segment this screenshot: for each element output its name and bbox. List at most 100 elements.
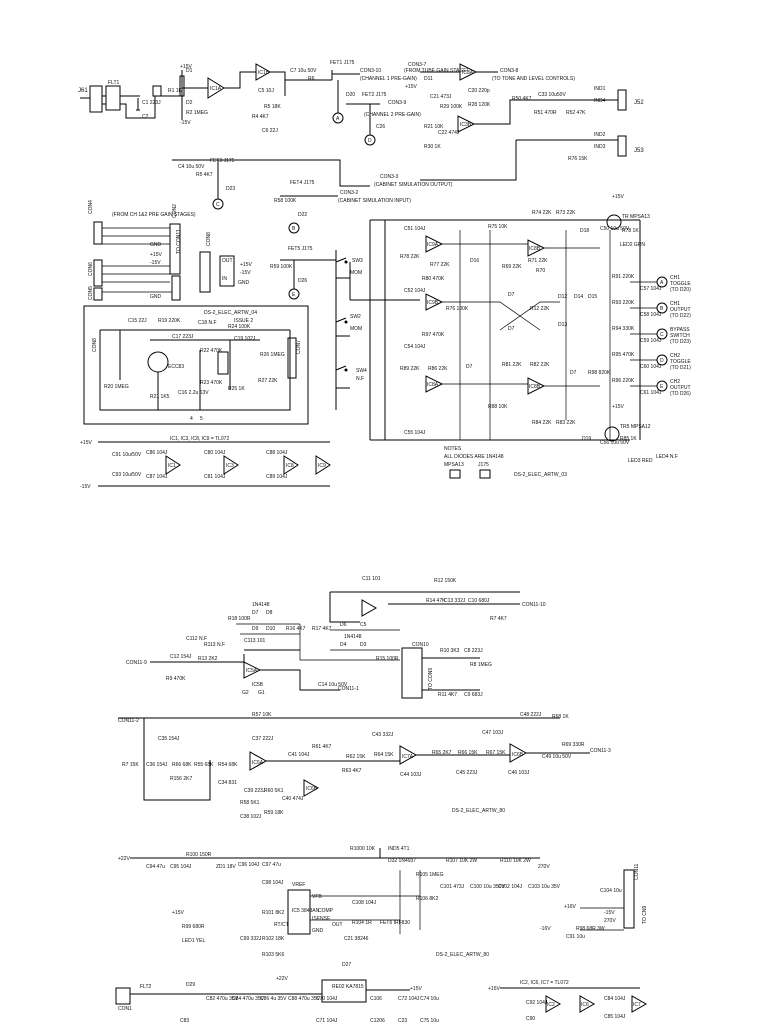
diode-d7-label: D7	[508, 292, 515, 298]
diode-d7d-label: D7	[570, 370, 577, 376]
cap-c13-label-2: C13 332J	[444, 598, 466, 604]
diode-d14-label: D14	[574, 294, 583, 300]
regulator-icon	[321, 979, 367, 1003]
bottom-vp15: +15V	[410, 986, 422, 992]
cap-c5-label: C5 10J	[258, 88, 274, 94]
resistor-r65-label: R65 2K7	[432, 750, 452, 756]
psu-v270: 270V	[538, 864, 550, 870]
filter-flt1-icon	[105, 85, 121, 111]
output-a-desc: TOGGLE	[670, 281, 691, 287]
cap-c72-label: C72 104J	[398, 996, 420, 1002]
connector-con7-icon	[287, 337, 297, 379]
resistor-r20-label: R20 1MEG	[104, 384, 129, 390]
fet-fet5-label: FET5 J175	[288, 246, 313, 252]
svg-text:D: D	[368, 138, 372, 144]
transistor-tr5-icon	[604, 426, 620, 442]
connector-out-block-icon	[219, 255, 235, 287]
notes-1: NOTES ALL DIODES ARE 1N4148 MPSA13 J175 …	[444, 446, 567, 479]
ic-ic2-label: IC2	[547, 1002, 555, 1008]
pin-vfb-label: VFB	[312, 894, 322, 900]
opamp-ic7a-icon	[399, 745, 418, 765]
pin-comp-label: COMP	[318, 908, 334, 914]
diode-1n4148b-label: 1N4148	[344, 634, 362, 640]
resistor-r15-label-2: R15 100R	[376, 656, 399, 662]
diode-d11-label: D11	[424, 76, 433, 82]
diode-d7c-label: D7	[466, 364, 473, 370]
diode-d27-label: D27	[342, 962, 351, 968]
label-con11-2: CON11-2	[118, 718, 139, 724]
label-con3-8: CON3-8	[500, 68, 519, 74]
pin-gnd-label: GND	[312, 928, 324, 934]
resistor-r2-label: R2 1MEG	[186, 110, 208, 116]
resistor-r80-label: R80 470K	[422, 276, 445, 282]
cap-c56-label: C56 10u 50V	[600, 440, 630, 446]
cap-c95-label: C95 104J	[170, 864, 192, 870]
tube-ecc83-label: ECC83	[168, 364, 184, 370]
resistor-r81-label: R81 22K	[502, 362, 522, 368]
resistor-r101-label: R101 8K2	[262, 910, 284, 916]
resistor-r103-label: R103 5K6	[262, 952, 284, 958]
resistor-r8-label-2: R8 1MEG	[470, 662, 492, 668]
ind-ind2-label: IND2	[594, 132, 606, 138]
ic-ic5-3843-icon	[287, 889, 311, 935]
resistor-r73-label: R73 22K	[556, 210, 576, 216]
resistor-r67-label: R67 15K	[486, 750, 506, 756]
con2-vp15-label: +15V	[150, 252, 162, 258]
opamp-ic8b2-label: IC8B	[529, 384, 541, 390]
opamp-ic6a-icon	[249, 751, 268, 771]
resistor-r51-label: R51 470R	[534, 110, 557, 116]
diode-d26-label: D26	[298, 278, 307, 284]
con2-gnd-label: GND	[150, 242, 162, 248]
power-decoupling-1: +15V -15V IC1, IC3, IC8, IC9 = TL072 C91…	[80, 436, 331, 490]
opamp-ic9a-icon	[425, 235, 444, 253]
connector-con10-icon	[401, 647, 423, 699]
svg-text:B: B	[292, 226, 296, 232]
filter-flt2-label: FLT2	[140, 984, 152, 990]
cap-c18-label: C18 N.F	[198, 320, 217, 326]
cap-c80-label: C80 104J	[204, 450, 226, 456]
resistor-r17-label-2: R17 4K7	[312, 626, 332, 632]
output-d-name: CH2	[670, 353, 680, 359]
resistor-r14-label-2: R14 47K	[426, 598, 446, 604]
resistor-r57-label: R57 10K	[252, 712, 272, 718]
vp15-label-2: +15V	[405, 84, 417, 90]
sheet2-psu: +22V R100 150R R1000 10K IND5 4T1 D32 1N…	[118, 846, 648, 958]
notes-diodes: ALL DIODES ARE 1N4148	[444, 454, 504, 460]
ic-ic5-3843-label: IC5 3843AN	[292, 908, 320, 914]
sheet-2: C11 101 R12 150K R14 47K C13 332J C10 68…	[115, 576, 648, 1024]
opamp-ic7a-label: IC7A	[402, 754, 414, 760]
cap-c97-label: C97 47u	[262, 862, 281, 868]
resistor-r59-label: R59 100K	[270, 264, 293, 270]
resistor-r94-label: R94 330K	[612, 326, 635, 332]
resistor-r84-label: R84 22K	[532, 420, 552, 426]
resistor-r1000-label: R1000 10K	[350, 846, 376, 852]
resistor-r98-label-2: R98 68R 3W	[576, 926, 605, 932]
ic-ic8-icon	[283, 455, 299, 475]
sub-board-issue: ISSUE 2	[234, 318, 253, 324]
resistor-r6-label: R6	[308, 76, 315, 82]
opamp-ic5a-label: IC5A	[246, 668, 258, 674]
resistor-r64-label: R64 15K	[374, 752, 394, 758]
connector-con10-label: CON10	[412, 642, 429, 648]
resistor-r4-label: R4 4K7	[252, 114, 269, 120]
cap-c81-label: C81 104J	[204, 474, 226, 480]
filter-flt2-icon	[115, 987, 131, 1005]
label-ch1-pre: (CHANNEL 1 PRE-GAIN)	[360, 76, 417, 82]
con8-vn15-label: -15V	[240, 270, 251, 276]
psu-vp16: +16V	[564, 904, 576, 910]
cap-c94-label: C94 47u	[146, 864, 165, 870]
jack-j52-icon	[617, 89, 627, 111]
resistor-r113-label: R113 N.F	[204, 642, 225, 648]
ind-ind1-label: IND1	[594, 86, 606, 92]
resistor-r98-label: R98 820K	[588, 370, 611, 376]
fet-fet1-label: FET1 J175	[330, 60, 355, 66]
transistor-tr-label: TR MPSA13	[622, 214, 650, 220]
resistor-r102-label: R102 18K	[262, 936, 285, 942]
resistor-r12-label-2: R12 150K	[434, 578, 457, 584]
jack-j53-icon	[617, 135, 627, 157]
ic-ic3-icon	[223, 455, 239, 475]
resistor-r30-label: R30 1K	[424, 144, 441, 150]
cap-c99-label: C99 332J	[240, 936, 262, 942]
fet-fet3-label: FET3 J175	[210, 158, 235, 164]
cap-c35-label: C35 154J	[158, 736, 180, 742]
